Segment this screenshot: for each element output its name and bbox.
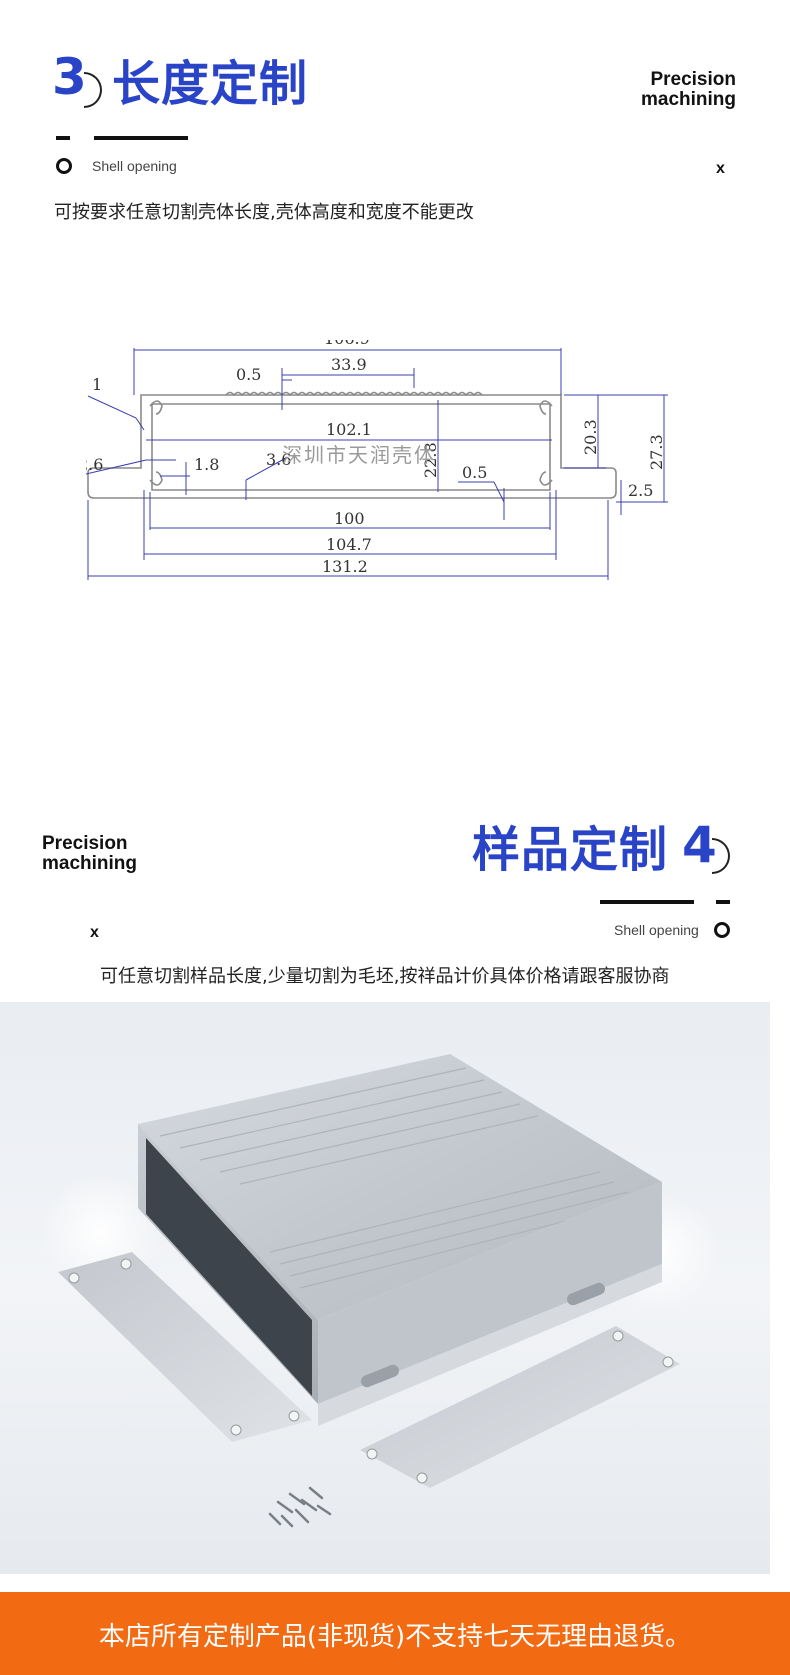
dim-100: 100	[334, 509, 365, 528]
sample-custom-description: 可任意切割样品长度,少量切割为毛坯,按祥品计价具体价格请跟客服协商	[100, 966, 670, 987]
shell-opening-label: Shell opening	[92, 158, 177, 174]
product-photo	[0, 1002, 770, 1574]
dim-20-3: 20.3	[581, 419, 600, 455]
section-number-4: 4	[682, 816, 717, 874]
enclosure-top	[138, 1054, 662, 1320]
enclosure-opening	[146, 1138, 312, 1396]
machining-word: machining	[42, 853, 138, 874]
length-custom-description: 可按要求任意切割壳体长度,壳体高度和宽度不能更改	[54, 202, 474, 223]
dim-27-3: 27.3	[647, 434, 666, 470]
end-plate-left	[58, 1252, 312, 1442]
divider-long	[600, 900, 694, 904]
circle-icon	[56, 158, 72, 174]
notice-banner-text: 本店所有定制产品(非现货)不支持七天无理由退货。	[98, 1622, 692, 1652]
aluminum-enclosure-image	[40, 1054, 720, 1528]
notice-banner	[0, 1592, 790, 1675]
dim-102-1: 102.1	[326, 420, 372, 439]
dim-0-5-top: 0.5	[236, 365, 261, 384]
dim-131-2: 131.2	[322, 557, 368, 576]
parenthesis-decoration	[84, 72, 102, 108]
precision-machining-label: Precision machining	[641, 70, 736, 110]
dim-0-5-bottom: 0.5	[462, 463, 487, 482]
section-number-3: 3	[52, 48, 87, 106]
divider-short	[716, 900, 730, 904]
slot-top-left	[149, 400, 163, 415]
dim-2-6: 2.6	[86, 455, 103, 474]
enclosure-side	[318, 1182, 662, 1404]
drawing-watermark: 深圳市天润壳体	[282, 443, 436, 467]
dim-22-8: 22.8	[421, 442, 440, 478]
precision-word: Precision	[42, 833, 128, 854]
top-ribs	[225, 391, 483, 397]
machining-word: machining	[640, 89, 736, 110]
section-title-sample-custom: 样品定制	[472, 822, 669, 878]
dim-33-9: 33.9	[331, 355, 367, 374]
precision-word: Precision	[650, 69, 736, 90]
slot-bottom-left	[149, 471, 163, 486]
x-mark: x	[90, 924, 99, 941]
slot-bottom-right	[539, 471, 553, 486]
enclosure-cross-section-drawing: 106.9 0.5 33.9 1 102.1 20.3 27.3 2.6 1.8…	[86, 340, 668, 580]
dim-2-5: 2.5	[628, 481, 653, 500]
divider-long	[94, 136, 188, 140]
dim-3-6: 3.6	[266, 450, 291, 469]
dim-1: 1	[92, 375, 102, 394]
shell-opening-label: Shell opening	[614, 922, 699, 938]
dim-106-9: 106.9	[324, 340, 370, 348]
section-title-length-custom: 长度定制	[112, 56, 309, 112]
screws	[268, 1486, 332, 1528]
precision-machining-label-2: Precision machining	[42, 834, 137, 874]
circle-icon	[714, 922, 730, 938]
profile-outline	[87, 394, 617, 499]
parenthesis-decoration	[712, 838, 730, 874]
dim-1-8: 1.8	[194, 455, 219, 474]
divider-short	[56, 136, 70, 140]
slot-top-right	[539, 400, 553, 415]
profile-inner	[151, 403, 551, 491]
dim-104-7: 104.7	[326, 535, 372, 554]
end-plate-right	[360, 1326, 680, 1488]
x-mark: x	[716, 160, 725, 177]
